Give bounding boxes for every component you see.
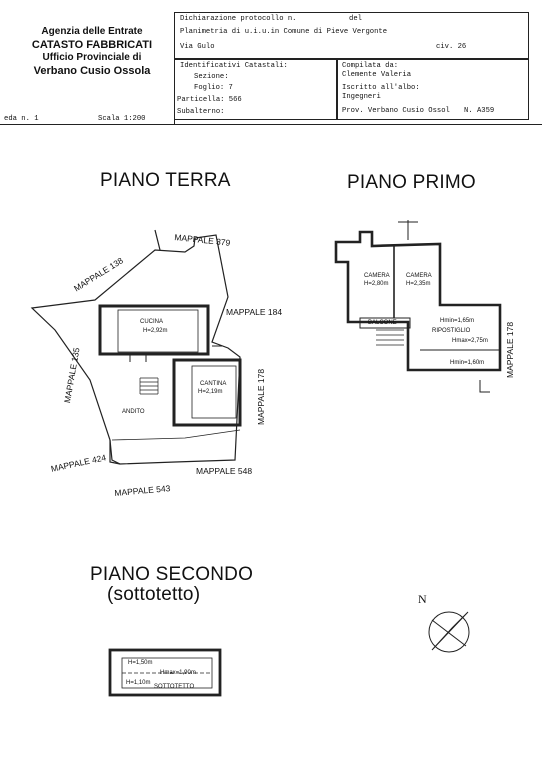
scala-field: Scala 1:200 [98,115,146,123]
numero-field: N. A359 [464,107,495,115]
address-text: Via Gulo [180,43,215,51]
mappale-548-label: MAPPALE 548 [196,466,253,476]
sezione-field: Sezione: [194,73,229,81]
iscritto-value: Ingegneri [342,93,381,101]
agency-province: Verbano Cusio Ossola [33,64,151,77]
primo-outline [334,230,502,372]
particella-field: Particella: 566 [177,96,242,104]
protocol-label: Dichiarazione protocollo n. [180,15,297,23]
rip-hmin-label: Hmin=1,65m [440,318,475,324]
del-label: del [349,15,362,23]
prov-field: Prov. Verbano Cusio Ossol [342,107,450,115]
camera-1-height: H=2,80m [364,281,389,287]
secondo-h2-label: H=1,10m [126,680,151,686]
civ-text: civ. 26 [436,43,467,51]
north-label: N [418,592,427,606]
andito-label: ANDITO [122,409,145,415]
cucina-height: H=2,92m [143,328,168,334]
scale-divider [174,118,175,124]
piano-primo-title: PIANO PRIMO [347,172,476,193]
piano-secondo-title: PIANO SECONDO [90,564,254,585]
agency-catasto: CATASTO FABBRICATI [31,38,153,51]
terra-cantina-inner [191,365,237,419]
cantina-label: CANTINA [200,381,227,387]
primo-edge-mark [479,380,490,393]
terra-stairs [139,377,159,395]
header-ident-box [174,58,338,120]
foglio-field: Foglio: 7 [194,84,233,92]
camera-2-height: H=2,35m [406,281,431,287]
terra-door-marks [129,345,222,362]
primo-balcone [359,317,411,329]
terra-cucina-outline [98,304,210,356]
camera-1-label: CAMERA [364,273,390,279]
terra-cucina-inner [117,309,199,353]
header-top-box [174,12,529,60]
balcone-label: BALCONE [368,320,397,326]
subalterno-field: Subalterno: [177,108,225,116]
primo-stair-well [398,220,418,240]
mappale-178-terra-label: MAPPALE 178 [256,368,266,425]
secondo-outline [108,648,222,697]
agency-block: Agenzia delle Entrate CATASTO FABBRICATI… [12,26,172,79]
scale-line [0,124,542,125]
sottotetto-label: SOTTOTETTO [154,684,195,690]
mappale-184-label: MAPPALE 184 [226,307,283,317]
compilata-label: Compilata da: [342,62,399,70]
cantina-height: H=2,19m [198,389,223,395]
terra-andito-strip [111,429,241,441]
piano-terra-title: PIANO TERRA [100,170,231,191]
terra-boundary-step [109,440,121,465]
compilata-name: Clemente Valeria [342,71,412,79]
terra-cantina-outline [172,358,242,427]
secondo-hmax-label: Hmax=1,90m [160,670,196,676]
secondo-h1-label: H=1,50m [128,660,153,666]
primo-stairs [376,329,404,346]
header-compiler-box [336,58,529,120]
sottotetto-subtitle: (sottotetto) [107,584,201,605]
north-compass [428,611,470,653]
rip-h2-label: Hmin=1,60m [450,360,485,366]
agency-office: Ufficio Provinciale di [42,52,142,64]
cucina-label: CUCINA [140,319,164,325]
planimetria-text: Planimetria di u.i.u.in Comune di Pieve … [180,28,388,36]
scheda-field: eda n. 1 [4,115,39,123]
camera-2-label: CAMERA [406,273,432,279]
ripostiglio-label: RIPOSTIGLIO [432,328,471,334]
rip-hmax-label: Hmax=2,75m [452,338,488,344]
agency-name: Agenzia delle Entrate [41,26,143,37]
ident-title: Identificativi Catastali: [180,62,288,70]
mappale-178-primo-label: MAPPALE 178 [505,321,515,378]
terra-step-line [154,229,161,251]
iscritto-label: Iscritto all'albo: [342,84,420,92]
